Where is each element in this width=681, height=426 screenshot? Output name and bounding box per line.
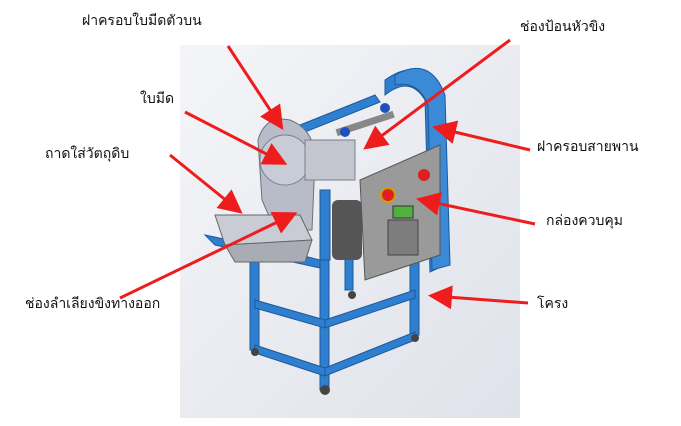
label-frame: โครง	[537, 296, 569, 312]
arrow-feed-inlet	[363, 38, 511, 150]
label-upper-blade-cover: ฝาครอบใบมีดตัวบน	[82, 13, 202, 29]
label-blade: ใบมีด	[140, 91, 175, 107]
arrow-blade	[184, 110, 288, 165]
label-belt-cover: ฝาครอบสายพาน	[537, 139, 639, 155]
label-ginger-feed-inlet: ช่องป้อนหัวขิง	[520, 19, 606, 35]
feed-shaft	[335, 103, 395, 137]
label-raw-material-tray: ถาดใส่วัตถุดิบ	[45, 146, 130, 162]
arrow-output-chute	[119, 212, 298, 300]
arrow-belt-cover	[432, 120, 531, 152]
label-control-box: กล่องควบคุม	[546, 213, 624, 229]
arrow-frame	[428, 285, 529, 310]
label-output-chute: ช่องลำเลียงขิงทางออก	[25, 296, 161, 312]
motor	[332, 200, 362, 260]
arrow-tray	[169, 153, 243, 214]
control-box	[359, 144, 441, 281]
casters	[251, 291, 419, 395]
callout-arrows	[119, 38, 536, 310]
arrow-upper-blade-cover	[226, 45, 284, 131]
arrow-control-box	[416, 192, 536, 226]
